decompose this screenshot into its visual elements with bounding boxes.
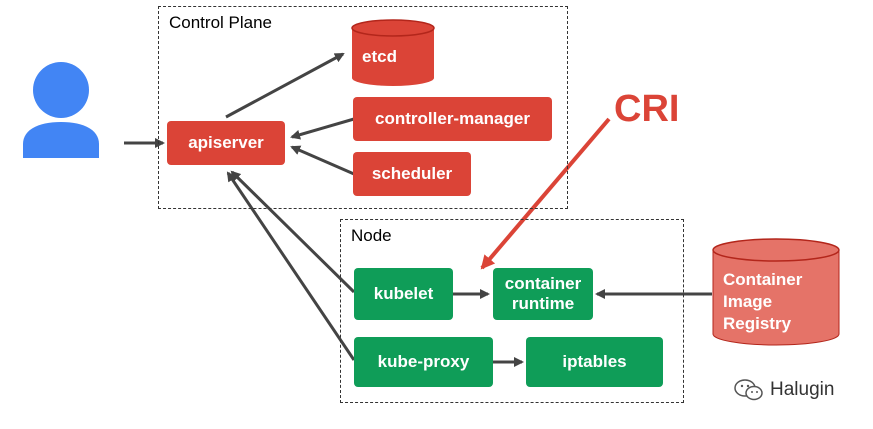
control-plane-group: Control Plane [158, 6, 568, 209]
registry-label: Container Image Registry [723, 269, 802, 335]
arrow-apiserver-etcd [225, 52, 345, 119]
registry-cylinder-icon [712, 238, 840, 346]
node-group: Node [340, 219, 684, 403]
controller-manager-box[interactable]: controller-manager [353, 97, 552, 141]
container-runtime-label-line1: container [504, 274, 582, 293]
iptables-label: iptables [562, 352, 627, 371]
user-icon [23, 62, 99, 158]
wechat-icon [734, 379, 763, 401]
registry-label-line2: Image [723, 292, 773, 311]
etcd-label: etcd [362, 47, 397, 66]
node-label: Node [351, 226, 392, 245]
registry-label-line3: Registry [723, 314, 792, 333]
etcd-cylinder-icon [351, 19, 435, 86]
kube-proxy-box[interactable]: kube-proxy [354, 337, 493, 387]
registry-label-line1: Container [723, 270, 803, 289]
apiserver-label: apiserver [188, 133, 264, 152]
arrow-kubeproxy-apiserver [226, 171, 356, 361]
control-plane-label: Control Plane [169, 13, 273, 32]
scheduler-box[interactable]: scheduler [353, 152, 471, 196]
controller-manager-label: controller-manager [375, 109, 530, 128]
watermark: Halugin [734, 378, 834, 402]
cri-annotation: CRI [614, 88, 680, 130]
kubelet-box[interactable]: kubelet [354, 268, 453, 320]
iptables-box[interactable]: iptables [526, 337, 663, 387]
kube-proxy-label: kube-proxy [377, 352, 470, 371]
arrow-controller-apiserver [290, 117, 355, 140]
arrow-cri [480, 117, 611, 270]
kubelet-label: kubelet [373, 284, 434, 303]
apiserver-box[interactable]: apiserver [167, 121, 285, 165]
watermark-text: Halugin [770, 379, 835, 400]
container-runtime-box[interactable]: container runtime [493, 268, 593, 320]
arrow-kubelet-apiserver [230, 170, 356, 294]
scheduler-label: scheduler [371, 164, 453, 183]
container-runtime-label-line2: runtime [511, 294, 575, 313]
arrow-scheduler-apiserver [290, 145, 355, 176]
